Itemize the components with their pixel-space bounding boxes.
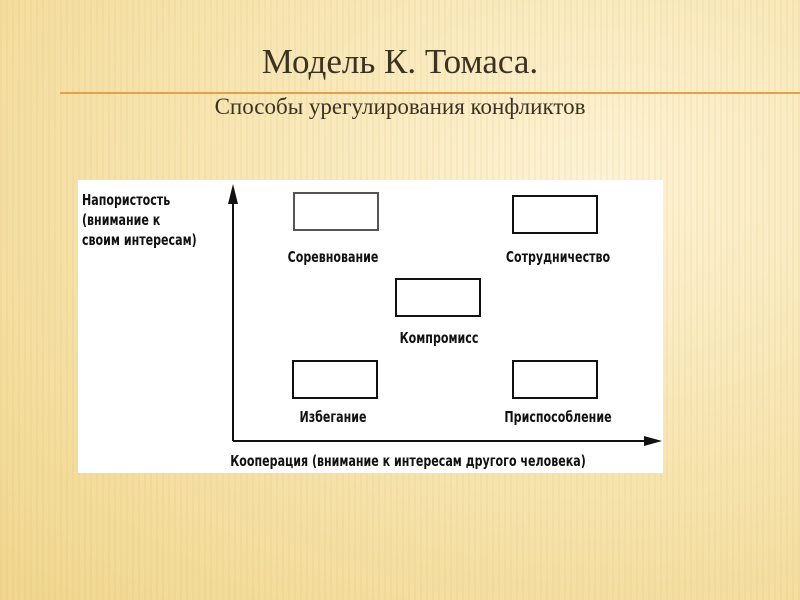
thomas-model-diagram: Напористость (внимание к своим интересам… (78, 180, 663, 473)
competition-box (293, 192, 379, 231)
avoidance-label: Избегание (299, 408, 367, 426)
x-axis-arrow-icon (644, 436, 662, 446)
collaboration-box (512, 195, 598, 234)
collaboration-label: Сотрудничество (505, 248, 611, 266)
accommodation-box (512, 360, 598, 399)
slide-subtitle: Способы урегулирования конфликтов (214, 94, 586, 119)
slide-title: Модель К. Томаса. (261, 42, 539, 81)
accommodation-label: Приспособление (504, 408, 612, 426)
compromise-box (395, 278, 481, 317)
title-divider (60, 92, 800, 94)
competition-label: Соревнование (287, 248, 379, 266)
compromise-label: Компромисс (399, 329, 479, 347)
y-axis-arrow-icon (228, 184, 238, 204)
avoidance-box (292, 360, 378, 399)
axes (228, 184, 662, 446)
y-axis-label: Напористость (внимание к своим интересам… (82, 191, 197, 249)
x-axis-label: Кооперация (внимание к интересам другого… (230, 452, 586, 470)
